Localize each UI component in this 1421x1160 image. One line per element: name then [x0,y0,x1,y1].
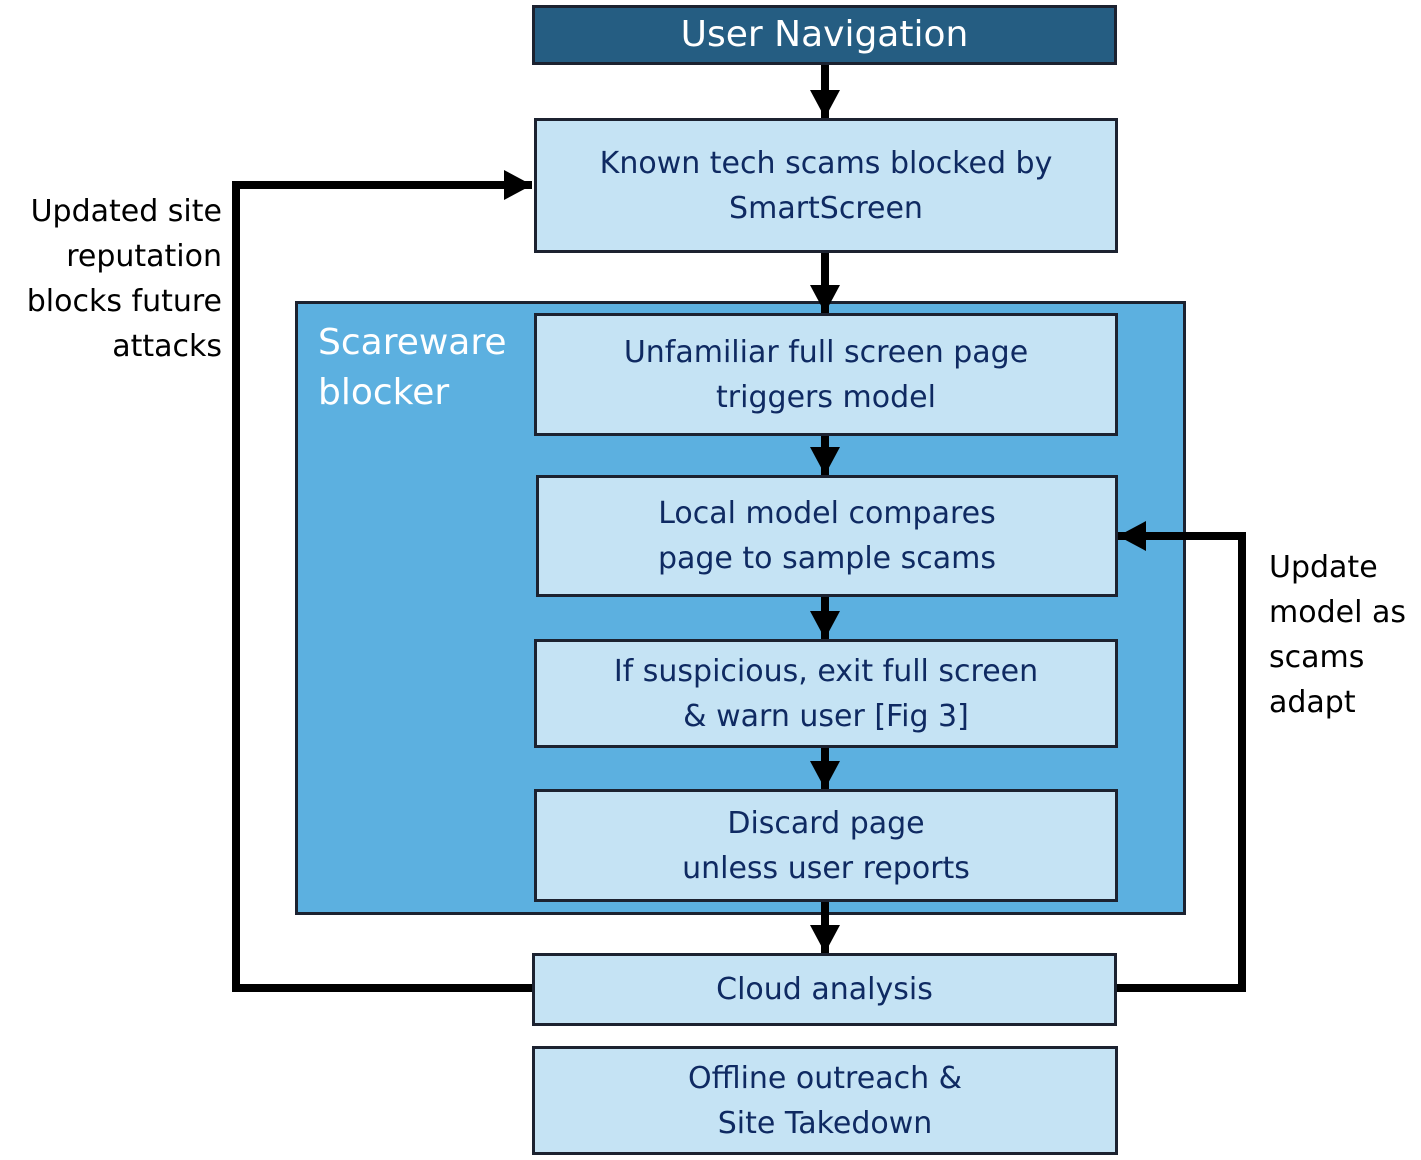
feedback-arrow-cloud-to-known-scams [232,170,534,992]
label-line: blocks future [26,284,222,319]
node-text-line: Unfamiliar full screen page [623,334,1029,370]
node-text-line: Local model compares [658,496,996,531]
cloud-analysis-node: Cloud analysis [532,953,1117,1026]
label-line: reputation [66,239,222,274]
label-line: Updated site [30,194,222,229]
node-text-line: Cloud analysis [716,972,933,1007]
known-scams-node: Known tech scams blocked by SmartScreen [534,118,1118,253]
user-navigation-node: User Navigation [532,5,1117,65]
group-label-line: Scareware [318,322,507,363]
node-text-line: unless user reports [682,850,970,886]
node-text-line: Discard page [727,805,925,841]
if-suspicious-node: If suspicious, exit full screen & warn u… [534,639,1118,748]
scareware-blocker-label: Scareware blocker [318,318,507,418]
group-label-line: blocker [318,372,450,413]
node-text-line: page to sample scams [657,541,997,576]
node-text-line: triggers model [716,379,936,415]
local-model-node: Local model compares page to sample scam… [536,475,1118,597]
node-text-line: If suspicious, exit full screen [613,653,1039,689]
label-line: adapt [1269,685,1356,720]
node-text-line: User Navigation [680,14,969,55]
node-text-line: Site Takedown [717,1105,933,1141]
label-line: attacks [112,329,222,364]
node-text-line: SmartScreen [729,190,923,226]
unfamiliar-page-node: Unfamiliar full screen page triggers mod… [534,313,1118,436]
label-line: model as [1269,595,1406,630]
node-text-line: Offline outreach & [687,1060,963,1096]
label-line: Update [1269,550,1378,585]
feedback-arrow-cloud-to-local-model [1116,521,1246,992]
feedback-right-label: Update model as scams adapt [1269,545,1419,725]
node-text-line: & warn user [Fig 3] [683,698,969,734]
offline-outreach-node: Offline outreach & Site Takedown [532,1046,1118,1155]
feedback-left-label: Updated site reputation blocks future at… [5,189,222,369]
label-line: scams [1269,640,1365,675]
node-text-line: Known tech scams blocked by [599,145,1053,181]
discard-page-node: Discard page unless user reports [534,789,1118,902]
